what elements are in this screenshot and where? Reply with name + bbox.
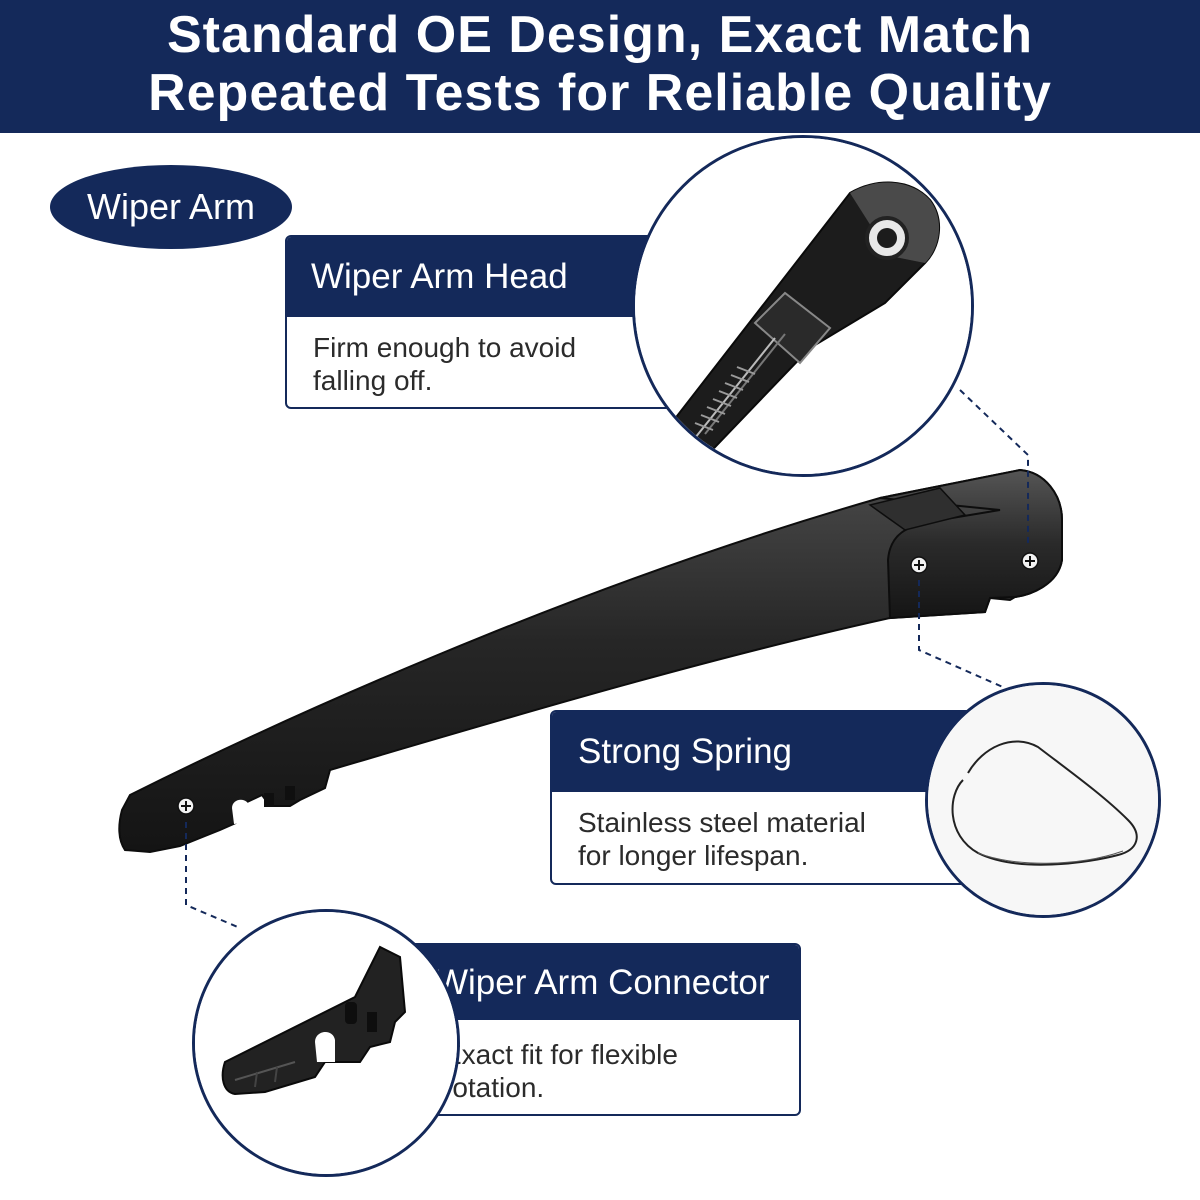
callout-desc-arm-head: Firm enough to avoid falling off. [287,317,703,397]
callout-desc-arm-connector: Exact fit for flexible rotation. [367,1020,799,1104]
zoom-circle-arm-head [632,135,974,477]
banner-title-line-2: Repeated Tests for Reliable Quality [148,64,1052,122]
callout-card-strong-spring: Strong Spring Stainless steel material f… [550,710,990,885]
callout-desc-line: falling off. [313,365,433,396]
screw-icon [910,556,928,574]
callout-desc-strong-spring: Stainless steel material for longer life… [552,792,988,872]
header-banner: Standard OE Design, Exact Match Repeated… [0,0,1200,133]
screw-icon [177,797,195,815]
product-label-badge: Wiper Arm [50,165,292,249]
callout-title-strong-spring: Strong Spring [552,712,988,792]
zoom-circle-strong-spring [925,682,1161,918]
arm-head-closeup-image [635,138,971,474]
callout-desc-line: rotation. [443,1072,545,1103]
callout-desc-line: Stainless steel material [578,807,866,838]
callout-desc-line: Firm enough to avoid [313,332,577,363]
zoom-circle-arm-connector [192,909,460,1177]
connector-closeup-image [195,912,457,1174]
callout-desc-line: for longer lifespan. [578,840,809,871]
banner-title-line-1: Standard OE Design, Exact Match [166,6,1034,64]
spring-closeup-image [928,685,1158,915]
callout-desc-line: Exact fit for flexible [443,1039,678,1070]
screw-icon [1021,552,1039,570]
